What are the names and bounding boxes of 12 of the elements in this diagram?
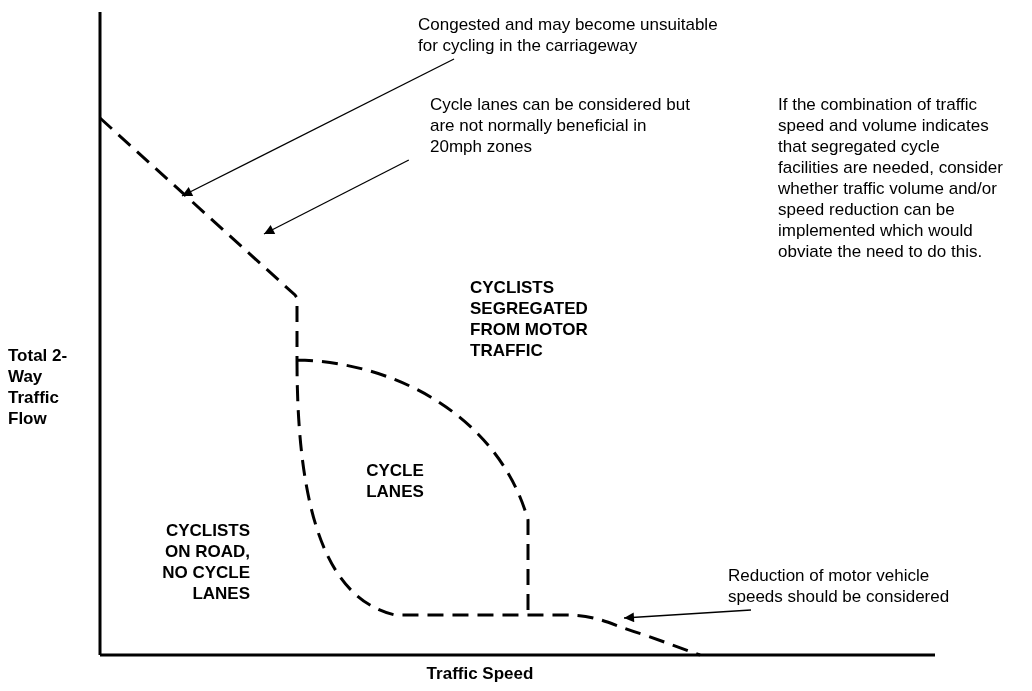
region-label: CYCLE LANES (365, 460, 425, 502)
callout-text: Congested and may become unsuitable for cycling in the carriageway (418, 14, 718, 56)
region-label: CYCLISTS ON ROAD, NO CYCLE LANES (161, 520, 250, 604)
leader-arrow (263, 159, 410, 235)
note-text: If the combination of traffic speed and volume indicates that segregated cycle facilities are needed, consider whether traffic volume and/or speed reduction can be implemented which would obviate the need to do this. (778, 94, 1003, 262)
axis-title: Total 2-Way Traffic Flow (8, 345, 69, 429)
axis-title: Traffic Speed (425, 663, 535, 684)
leader-arrow (181, 58, 455, 197)
callout-text: Cycle lanes can be considered but are not normally beneficial in 20mph zones (430, 94, 695, 157)
callout-text: Reduction of motor vehicle speeds should be considered (728, 565, 958, 607)
leader-arrow (623, 609, 752, 623)
region-label: CYCLISTS SEGREGATED FROM MOTOR TRAFFIC (470, 277, 589, 361)
